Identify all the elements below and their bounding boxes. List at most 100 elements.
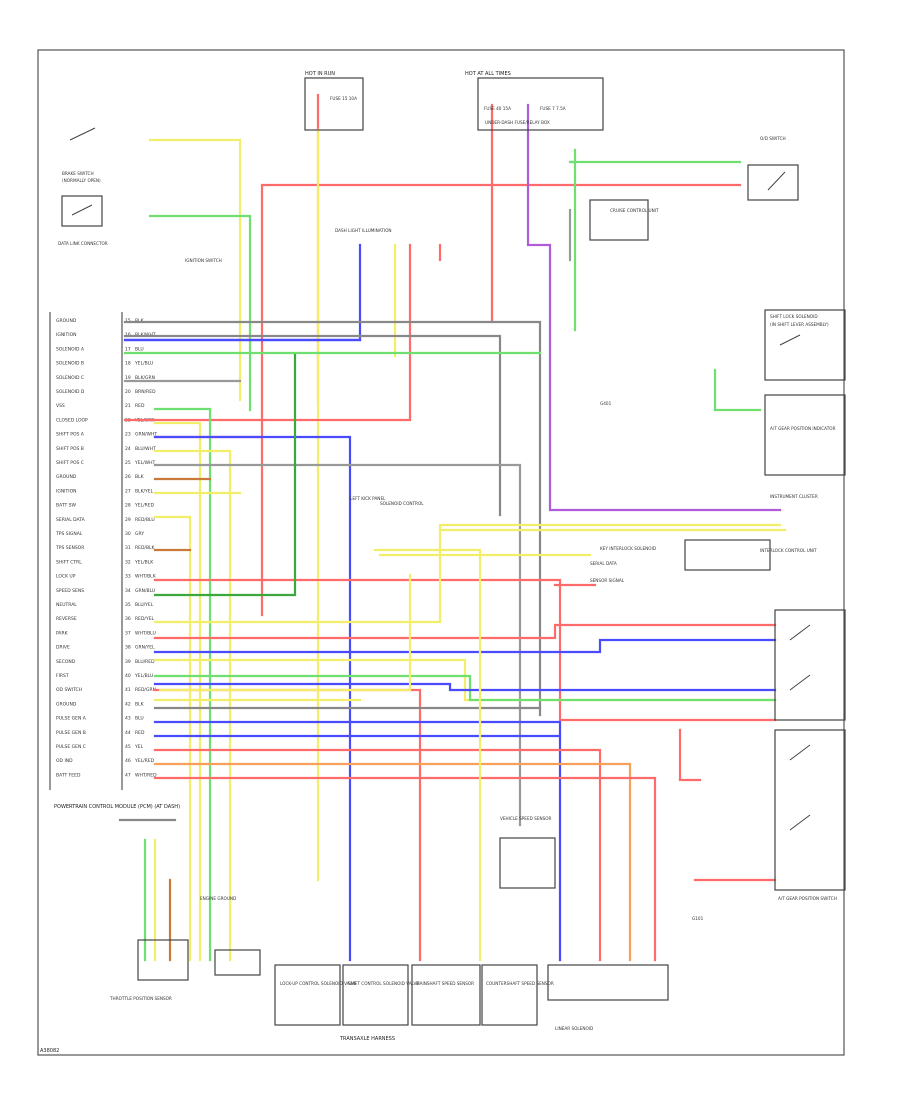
pcm-pin-color: YEL/WHT [134,460,155,466]
pcm-pin-name: IGNITION [56,488,77,494]
instrument-label: INSTRUMENT CLUSTER [770,494,818,499]
wire [153,515,192,962]
pcm-pin-number: 34 [125,588,131,594]
pcm-pin-color: BLU/YEL [135,602,154,608]
pcm-pin-number: 18 [125,361,131,367]
pcm-pin-color: YEL/BLU [134,361,153,367]
pcm-pin-color: BLK/GRN [135,375,155,381]
wire [123,243,362,342]
pcm-pin-name: FIRST [56,673,69,679]
pcm-pin-name: IGNITION [56,332,77,338]
wire [158,573,412,692]
wire [123,320,542,717]
pcm-pin-number: 45 [125,744,131,750]
hot-run-label: HOT IN RUN [305,71,335,77]
pcm-pin-name: PULSE GEN B [56,730,86,736]
pcm-pin-color: RED/YEL [135,616,155,622]
pcm-pin-number: 46 [125,758,131,764]
dash-light-label: DASH LIGHT ILLUMINATION [335,228,392,233]
hot-all-label: HOT AT ALL TIMES [465,71,511,77]
pcm-pin-number: 38 [125,645,131,651]
pcm-pin-color: YEL/BLK [134,559,154,565]
wire [148,214,252,412]
pcm-label: POWERTRAIN CONTROL MODULE (PCM) (AT DASH… [54,804,180,810]
pcm-pin-name: VSS [56,403,65,409]
pcm-pin-name: SHIFT POS B [56,446,84,452]
wire [153,762,632,962]
cruise-label: CRUISE CONTROL UNIT [610,208,659,213]
pcm-pin-number: 24 [125,446,131,452]
interlock-label: INTERLOCK CONTROL UNIT [760,548,817,553]
wire [153,449,232,962]
pcm-pin-color: BLU [135,716,144,722]
wire [153,674,777,702]
lockup-sol-label: LOCK-UP CONTROL SOLENOID VALVE [280,981,357,986]
pcm-pin-number: 21 [125,403,131,409]
pcm-pin-name: PULSE GEN C [56,744,86,750]
component-boxes [61,77,846,1026]
harness-label: TRANSAXLE HARNESS [339,1036,395,1042]
solenoid-ctrl-label: SOLENOID CONTROL [380,501,424,506]
vss-label: VEHICLE SPEED SENSOR [500,816,552,821]
g101-label: G101 [692,916,704,921]
wire [153,421,202,962]
wire [153,578,777,722]
pcm-pin-name: OD SWITCH [56,687,82,693]
wire [153,353,297,597]
pcm-pin-number: 31 [125,545,131,551]
pcm-pin-color: RED [135,403,145,409]
wire [153,682,777,692]
wire [713,368,762,412]
countershaft-label: COUNTERSHAFT SPEED SENSOR [486,981,554,986]
pcm-pin-name: REVERSE [56,616,77,622]
pcm-pin-name: SERIAL DATA [56,517,86,523]
pcm-pin-color: YEL/RED [134,758,155,764]
mainshaft-label: MAINSHAFT SPEED SENSOR [416,981,474,986]
pcm-pin-number: 41 [125,687,131,693]
wire [526,103,782,512]
pcm-pin-number: 20 [125,389,131,395]
fuse-dome-label: FUSE 7 7.5A [540,106,566,111]
pcm-pin-number: 44 [125,730,131,736]
pcm-pin-color: GRY [135,531,144,537]
brake-switch-sub: (NORMALLY OPEN) [62,178,101,183]
fuse-batt-label: FUSE 40 15A [484,106,511,111]
wire [123,243,412,422]
brake-switch-label: BRAKE SWITCH [62,171,94,176]
pcm-pin-name: TPS SIGNAL [55,531,83,537]
pcm-pin-name: DRIVE [56,645,70,651]
pcm-pin-number: 37 [125,630,131,636]
wire [153,688,422,962]
pcm-pin-color: BLU/RED [135,659,155,665]
pcm-pin-name: CLOSED LOOP [56,417,88,423]
pcm-pin-name: LOCK UP [56,574,76,580]
shift-lock-label: SHIFT LOCK SOLENOID [770,314,818,319]
wire [153,463,522,827]
wire [153,658,777,702]
gear-switch-label: A/T GEAR POSITION SWITCH [778,896,837,901]
wire [123,334,502,517]
serial-label: SERIAL DATA [590,561,617,566]
wire [153,523,782,624]
pcm-pin-color: YEL/RED [134,503,155,509]
pcm-pin-name: GROUND [56,318,77,324]
pcm-pin-color: RED [135,730,145,736]
pcm-pin-name: OD IND [56,758,73,764]
pcm-pin-number: 17 [125,346,131,352]
wire [373,548,482,962]
pcm-pin-number: 32 [125,559,131,565]
pcm-pin-name: BATT SW [56,503,77,509]
pcm-pin-number: 23 [125,432,131,438]
a-t-gear-label: A/T GEAR POSITION INDICATOR [770,426,836,431]
pcm-pin-name: SOLENOID D [56,389,85,395]
pcm-pin-color: GRN/YEL [135,645,155,651]
data-link-label: DATA LINK CONNECTOR [58,241,108,246]
pcm-pin-color: BLK [135,474,145,480]
pcm-pin-number: 33 [125,574,131,580]
wire-layer [118,93,787,962]
wire [153,435,352,962]
pcm-pin-number: 29 [125,517,131,523]
pcm-pin-name: SOLENOID A [56,346,85,352]
engine-ground-label: ENGINE GROUND [200,896,236,901]
pcm-pin-color: RED/BLK [135,545,156,551]
